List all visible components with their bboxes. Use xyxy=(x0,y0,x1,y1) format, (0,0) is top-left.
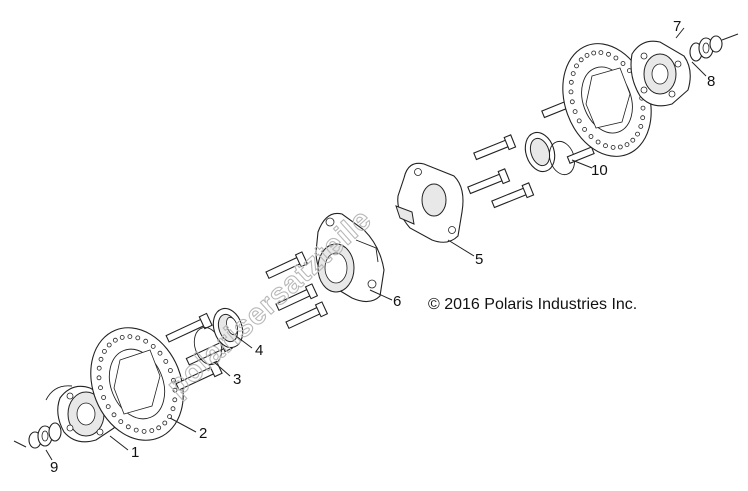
vent-hole xyxy=(112,337,118,343)
vent-hole xyxy=(584,53,590,58)
vent-hole xyxy=(598,50,604,55)
vent-hole xyxy=(603,143,608,149)
vent-hole xyxy=(617,144,623,150)
vent-hole xyxy=(630,137,636,143)
vent-hole xyxy=(125,424,131,430)
vent-hole xyxy=(172,387,178,393)
vent-hole xyxy=(568,79,574,85)
vent-hole xyxy=(578,57,584,63)
vent-hole xyxy=(118,419,124,425)
callout-9: 9 xyxy=(50,459,58,476)
part-9-nut-washer xyxy=(13,422,62,449)
vent-hole xyxy=(156,425,162,431)
vent-hole xyxy=(106,342,112,348)
vent-hole xyxy=(620,61,626,66)
vent-hole xyxy=(591,50,597,56)
vent-hole xyxy=(610,144,616,150)
vent-hole xyxy=(170,406,176,412)
vent-hole xyxy=(613,55,619,61)
copyright-notice: © 2016 Polaris Industries Inc. xyxy=(428,296,637,313)
vent-hole xyxy=(111,412,117,418)
callout-3: 3 xyxy=(233,371,241,388)
callout-10: 10 xyxy=(591,162,608,179)
vent-hole xyxy=(96,375,102,381)
part-7-upper-hub xyxy=(630,40,691,107)
part-5-caliper-housing xyxy=(395,162,464,243)
vent-hole xyxy=(105,404,111,410)
part-2-brake-disc xyxy=(90,327,184,441)
callout-4: 4 xyxy=(255,342,263,359)
part-8-nut-washer xyxy=(689,33,739,62)
vent-hole xyxy=(570,71,576,76)
vent-hole xyxy=(640,115,646,121)
vent-hole xyxy=(141,428,147,434)
vent-hole xyxy=(101,395,106,400)
vent-hole xyxy=(595,139,601,145)
vent-hole xyxy=(102,348,107,354)
part-1-wheel-hub xyxy=(45,385,119,443)
vent-hole xyxy=(167,368,173,373)
vent-hole xyxy=(624,142,630,148)
vent-hole xyxy=(157,350,163,356)
vent-hole xyxy=(635,131,640,137)
vent-hole xyxy=(574,63,579,69)
vent-hole xyxy=(96,365,102,371)
vent-hole xyxy=(588,134,594,139)
part-4-bearing xyxy=(193,307,244,365)
vent-hole xyxy=(150,343,156,349)
part-6-steering-knuckle xyxy=(315,212,385,303)
vent-hole xyxy=(576,118,582,124)
vent-hole xyxy=(640,105,646,111)
callout-7: 7 xyxy=(673,18,681,35)
knuckle-bolts xyxy=(265,251,329,330)
vent-hole xyxy=(172,397,178,403)
vent-hole xyxy=(135,335,141,341)
vent-hole xyxy=(163,358,169,364)
callout-6: 6 xyxy=(393,293,401,310)
vent-hole xyxy=(162,420,168,426)
housing-bolts xyxy=(467,92,583,209)
vent-hole xyxy=(133,427,139,433)
leader-lines xyxy=(45,27,707,461)
vent-hole xyxy=(143,338,149,344)
upper-brake-disc xyxy=(562,43,652,157)
svg-text:polarisersatzteile: polarisersatzteile xyxy=(161,203,379,404)
part-10-bearing xyxy=(524,131,595,176)
vent-hole xyxy=(606,51,611,57)
callout-8: 8 xyxy=(707,73,715,90)
upper-disc-vent-holes xyxy=(568,50,646,150)
vent-hole xyxy=(568,89,574,95)
callout-5: 5 xyxy=(475,251,483,268)
disc-vent-holes xyxy=(96,334,178,434)
vent-hole xyxy=(127,334,133,340)
vent-hole xyxy=(119,334,125,340)
vent-hole xyxy=(572,109,578,114)
vent-hole xyxy=(149,428,155,434)
callout-2: 2 xyxy=(199,425,207,442)
callout-1: 1 xyxy=(131,444,139,461)
vent-hole xyxy=(582,126,587,132)
vent-hole xyxy=(638,124,644,129)
vent-hole xyxy=(171,377,176,383)
vent-hole xyxy=(569,99,575,105)
callout-labels: 1 2 3 4 5 6 7 8 9 10 xyxy=(50,18,715,476)
vent-hole xyxy=(167,414,173,420)
vent-hole xyxy=(98,385,103,391)
watermark: polarisersatzteile xyxy=(160,202,379,404)
vent-hole xyxy=(98,356,104,362)
